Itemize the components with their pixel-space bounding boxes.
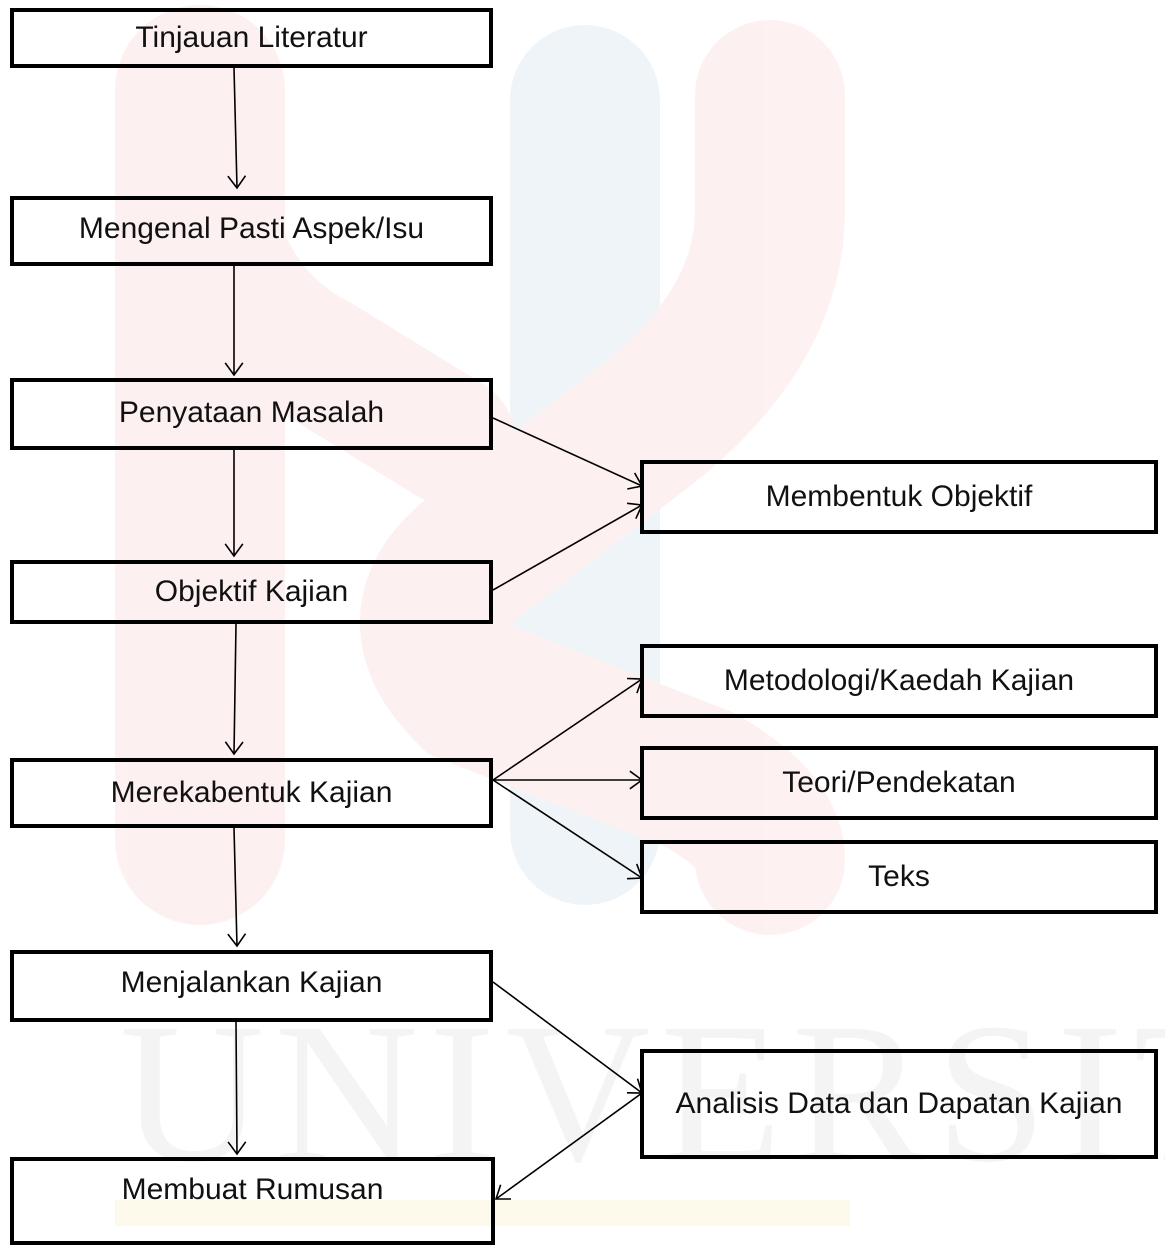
arrow-merekabentuk-to-teori bbox=[493, 770, 644, 790]
arrowhead bbox=[224, 362, 244, 377]
node-label: Tinjauan Literatur bbox=[135, 21, 368, 54]
node-menjalankan-kajian: Menjalankan Kajian bbox=[10, 950, 493, 1022]
arrow-line bbox=[233, 67, 238, 189]
node-label: Metodologi/Kaedah Kajian bbox=[723, 664, 1075, 697]
arrow-merekabentuk-to-metodologi bbox=[492, 677, 644, 781]
node-label: Analisis Data dan Dapatan Kajian bbox=[675, 1087, 1123, 1120]
arrow-line bbox=[492, 981, 643, 1094]
arrow-menjalankan-to-analisis bbox=[492, 981, 644, 1094]
node-membentuk-objektif: Membentuk Objektif bbox=[640, 460, 1158, 534]
arrow-tinjauan-to-mengenal bbox=[227, 67, 247, 190]
node-label: Penyataan Masalah bbox=[118, 396, 385, 429]
arrow-line bbox=[492, 678, 643, 781]
arrowhead bbox=[227, 175, 247, 190]
arrow-merekabentuk-to-teks bbox=[492, 779, 644, 880]
logo-red-diagonal-stroke bbox=[360, 20, 845, 935]
node-label: Membuat Rumusan bbox=[121, 1173, 384, 1206]
arrow-objektif-to-merekabentuk bbox=[224, 623, 244, 756]
arrowhead bbox=[494, 1184, 512, 1200]
node-label: Mengenal Pasti Aspek/Isu bbox=[78, 212, 425, 245]
arrow-line bbox=[492, 779, 643, 879]
arrow-menjalankan-to-membuat bbox=[227, 1021, 247, 1156]
node-mengenal-pasti-aspek: Mengenal Pasti Aspek/Isu bbox=[10, 196, 493, 266]
node-tinjauan-literatur: Tinjauan Literatur bbox=[10, 8, 493, 68]
node-label: Teks bbox=[868, 860, 930, 893]
watermark-gold-bar bbox=[115, 1200, 850, 1226]
node-teori-pendekatan: Teori/Pendekatan bbox=[640, 746, 1158, 820]
arrow-mengenal-to-penyataan bbox=[224, 266, 244, 377]
arrow-line bbox=[492, 504, 643, 591]
node-metodologi-kaedah: Metodologi/Kaedah Kajian bbox=[640, 644, 1158, 718]
arrow-penyataan-to-membentuk bbox=[492, 417, 644, 490]
arrow-line bbox=[235, 1021, 238, 1155]
node-teks: Teks bbox=[640, 840, 1158, 914]
arrow-line bbox=[233, 623, 237, 755]
node-label: Membentuk Objektif bbox=[765, 480, 1033, 513]
arrow-line bbox=[492, 417, 643, 487]
arrow-analisis-to-membuat bbox=[494, 1092, 643, 1200]
arrowhead bbox=[224, 543, 244, 558]
node-label: Menjalankan Kajian bbox=[120, 966, 383, 999]
node-merekabentuk-kajian: Merekabentuk Kajian bbox=[10, 758, 493, 828]
node-label: Merekabentuk Kajian bbox=[110, 776, 393, 809]
arrow-line bbox=[233, 827, 238, 947]
arrowhead bbox=[224, 741, 244, 756]
arrow-objektif-to-membentuk bbox=[492, 502, 644, 591]
arrow-merekabentuk-to-menjalankan bbox=[227, 827, 247, 948]
arrow-line bbox=[495, 1092, 643, 1200]
arrow-penyataan-to-objektif bbox=[224, 450, 244, 558]
node-analisis-data: Analisis Data dan Dapatan Kajian bbox=[640, 1049, 1158, 1159]
arrowhead bbox=[227, 933, 247, 948]
node-objektif-kajian: Objektif Kajian bbox=[10, 560, 493, 624]
node-membuat-rumusan: Membuat Rumusan bbox=[10, 1157, 495, 1245]
node-label: Teori/Pendekatan bbox=[782, 766, 1016, 799]
arrowhead bbox=[227, 1141, 247, 1156]
node-penyataan-masalah: Penyataan Masalah bbox=[10, 378, 493, 450]
node-label: Objektif Kajian bbox=[154, 575, 349, 608]
